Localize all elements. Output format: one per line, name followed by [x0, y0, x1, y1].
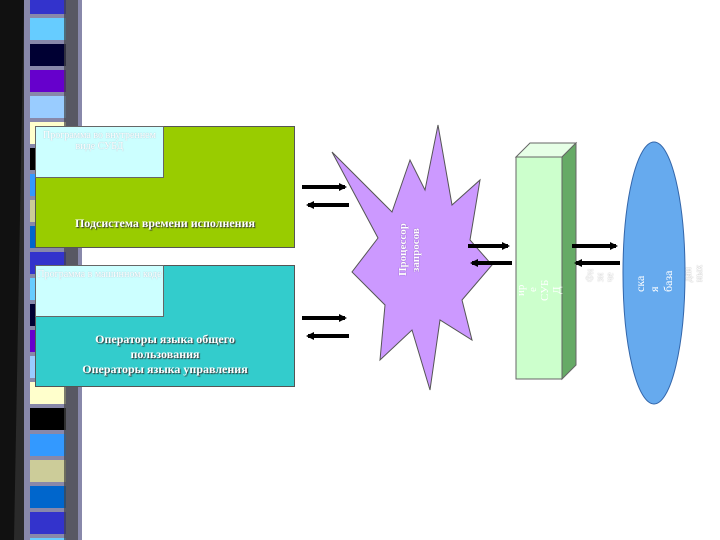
language-line-3: Операторы языка управления — [82, 362, 248, 376]
dbms-label-part-1: ир — [515, 284, 527, 296]
decorative-square — [30, 0, 66, 14]
dbms-label-part-4: Д — [551, 286, 563, 294]
dbms-box-label: ир е СУБ Д — [515, 252, 563, 328]
database-main-part-2: я — [647, 286, 661, 292]
note-machine-code: Программа в машинном коде — [35, 265, 164, 317]
language-line-1: Операторы языка общего — [95, 332, 235, 346]
database-left-part-3: че — [605, 272, 616, 282]
dbms-box-side — [561, 141, 577, 381]
decorative-square — [30, 538, 66, 540]
decorative-square — [30, 408, 66, 430]
dbms-box-front — [515, 156, 563, 380]
decorative-square — [30, 96, 66, 118]
decorative-square — [30, 70, 66, 92]
database-main-label: ска я база — [626, 232, 682, 293]
database-right-part-1: дан — [683, 267, 694, 282]
query-processor-star — [331, 124, 493, 391]
database-right-part-2: ных — [694, 264, 705, 282]
query-processor-label: Процессор запросов — [397, 215, 429, 285]
decorative-square — [30, 18, 66, 40]
language-line-2: пользования — [130, 347, 200, 361]
database-left-label: Фи зи че — [585, 242, 617, 282]
decorative-square — [30, 434, 66, 456]
decorative-square — [30, 44, 66, 66]
query-processor-text: Процессор запросов — [397, 223, 422, 277]
note-runtime-program: Программа во внутреннем виде СУБД — [35, 126, 164, 178]
database-right-label: дан ных — [680, 242, 708, 282]
decorative-square — [30, 382, 66, 404]
decorative-square — [30, 486, 66, 508]
dbms-label-part-2: е — [527, 287, 539, 293]
dbms-label-part-3: СУБ — [539, 279, 551, 301]
language-operators-label: Операторы языка общего пользования Опера… — [35, 332, 295, 377]
runtime-subsystem-label: Подсистема времени исполнения — [74, 216, 256, 230]
decorative-square — [30, 512, 66, 534]
decorative-square — [30, 460, 66, 482]
database-main-part-3: база — [661, 270, 675, 293]
database-main-part-1: ска — [633, 275, 647, 292]
database-ellipse — [622, 141, 686, 405]
